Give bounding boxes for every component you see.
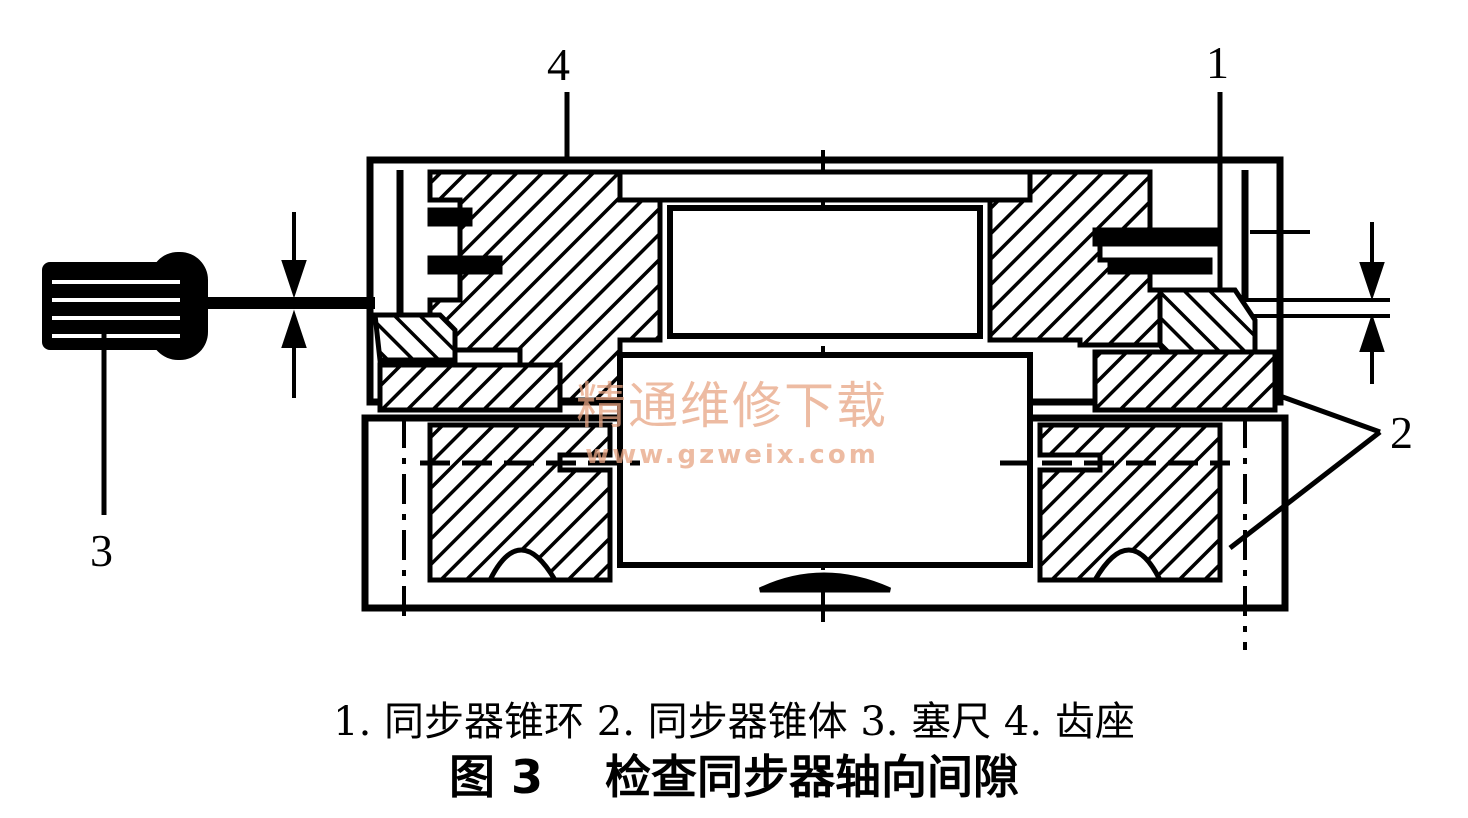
callout-4: 4 [547, 39, 570, 90]
synchronizer-cone-body [420, 422, 1230, 593]
callout-2: 2 [1390, 407, 1413, 458]
callout-1: 1 [1206, 37, 1229, 88]
figure-legend: 1. 同步器锥环 2. 同步器锥体 3. 塞尺 4. 齿座 [333, 699, 1135, 745]
gap-arrows-right [1240, 222, 1390, 384]
callout-3: 3 [90, 525, 113, 576]
left-cone-assembly [372, 207, 563, 413]
leader-lines [101, 92, 1382, 550]
synchronizer-cone-ring [1092, 227, 1278, 413]
figure-title: 图 3 检查同步器轴向间隙 [448, 750, 1020, 804]
feeler-gauge [42, 252, 375, 360]
gap-arrows-left [281, 212, 307, 398]
gear-hub [427, 169, 1163, 403]
shaft-bore [617, 352, 1033, 568]
